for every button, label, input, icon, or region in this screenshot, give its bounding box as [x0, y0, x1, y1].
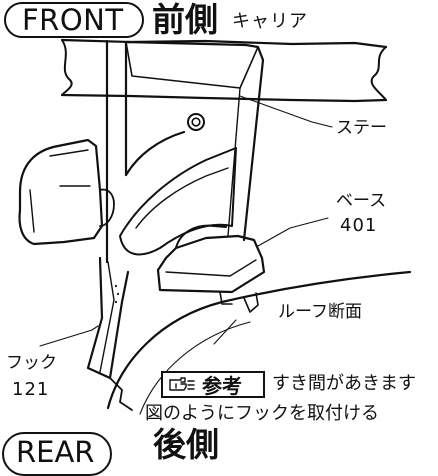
carrier-bar-right-cut	[370, 46, 387, 101]
carrier-diagram: FRONT 前側 キャリア ステー ベース 401 ルーフ断面 フック 121 …	[2, 0, 416, 476]
stay-upper-plate	[125, 41, 259, 89]
roof-leader-line	[213, 319, 237, 345]
stay-leader-line	[239, 95, 333, 128]
carrier-bar	[60, 38, 388, 49]
roof-section-callout: ルーフ断面	[278, 302, 362, 322]
hook-part-number: 121	[12, 379, 50, 400]
hook-tail	[109, 377, 133, 411]
side-knob	[18, 138, 104, 246]
roof-inner	[139, 321, 251, 415]
hook-inner	[99, 261, 115, 373]
side-knob-neck	[99, 188, 115, 227]
instruction-text: 図のようにフックを取付ける	[145, 403, 379, 424]
hook-leader-line	[39, 325, 99, 347]
base-shading	[165, 259, 257, 277]
base-leader-line	[257, 217, 329, 247]
stay-callout: ステー	[336, 118, 387, 138]
base-block	[156, 234, 266, 294]
base-top	[175, 224, 227, 249]
gap-dots	[114, 284, 120, 304]
rubber-pad-outer	[119, 147, 237, 256]
reference-badge: 参考	[161, 371, 265, 398]
front-label-text: FRONT	[22, 3, 124, 37]
carrier-bar-lower-edge	[60, 93, 388, 103]
stay-bolt-inner	[191, 117, 201, 127]
gap-note: すき間があきます	[272, 373, 416, 394]
rear-label: REAR	[2, 432, 113, 476]
hook-body	[86, 256, 130, 380]
base-callout: ベース	[336, 191, 387, 211]
rear-side-title: 後側	[153, 425, 219, 464]
roof-outer	[106, 270, 412, 410]
carrier-illustration	[18, 38, 412, 415]
reference-title: 参考	[202, 374, 242, 398]
carrier-subtitle: キャリア	[232, 11, 308, 32]
rear-label-text: REAR	[16, 435, 95, 469]
roof-step	[243, 292, 259, 313]
hook-callout: フック	[6, 353, 57, 373]
stay-inner-edge	[227, 87, 241, 237]
stay-bolt-outer	[187, 113, 205, 131]
base-part-number: 401	[340, 215, 378, 236]
base-foot	[219, 291, 233, 305]
front-label: FRONT	[4, 2, 144, 38]
front-side-title: 前側	[152, 0, 218, 39]
pointing-hand-icon	[169, 376, 195, 391]
stay-bracket	[105, 39, 265, 264]
side-knob-grip	[29, 149, 91, 233]
carrier-bar-left-cut	[61, 39, 73, 96]
rubber-pad-inner	[135, 167, 229, 229]
